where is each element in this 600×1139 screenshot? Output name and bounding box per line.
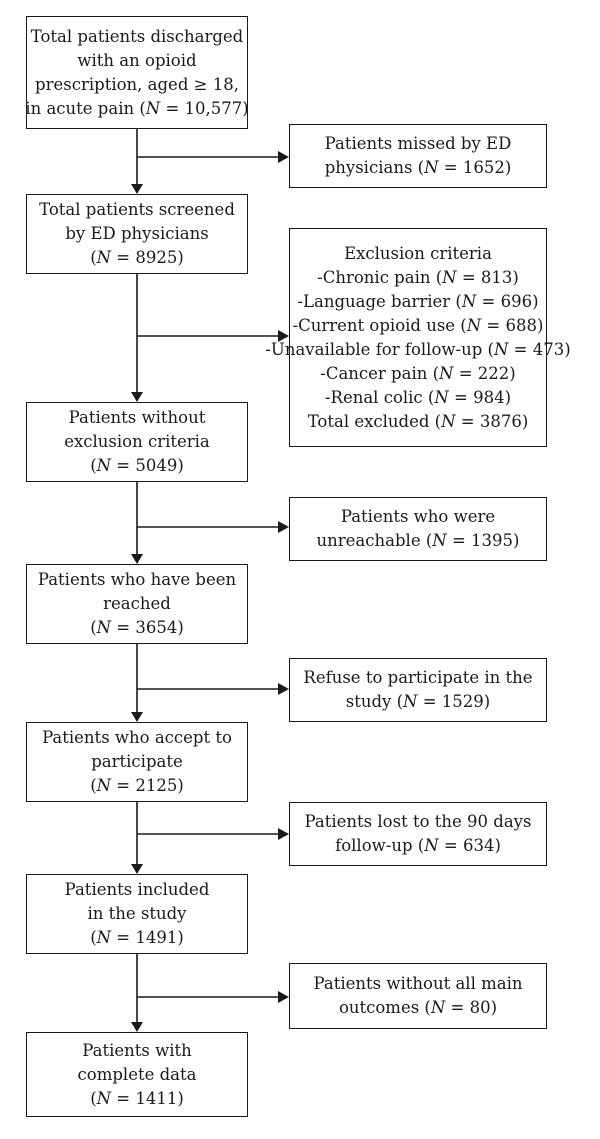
box-line-lost-1: follow-up (N = 634) [335,836,501,855]
branch-arrows [137,151,289,1003]
box-line-unreachable-0: Patients who were [340,507,496,526]
box-line-exclusion-4: -Unavailable for follow-up (N = 473) [265,339,571,359]
arrowhead-complete [131,1022,143,1032]
branch-arrowhead-missed [278,151,289,163]
box-lost: Patients lost to the 90 days follow-up (N… [289,802,547,866]
box-line-reached-1: reached [103,594,171,613]
box-line-included-1: in the study [87,904,187,923]
box-line-screened-1: by ED physicians [65,224,209,243]
box-line-missed-1: physicians (N = 1652) [324,158,512,177]
box-line-without_exclusion-2: (N = 5049) [90,456,184,475]
box-line-discharged-0: Total patients discharged [30,26,244,46]
box-without-exclusion: Patients without exclusion criteria (N = 5… [26,402,248,482]
box-unreachable: Patients who were unreachable (N = 1395) [289,497,547,561]
box-screened: Total patients screened by ED physicians (… [26,194,248,274]
box-refused: Refuse to participate in the study (N = 1… [289,658,547,722]
arrowhead-screened [131,184,143,194]
box-included: Patients included in the study (N = 1491) [26,874,248,954]
branch-arrowhead-exclusion [278,330,289,342]
box-line-complete-0: Patients with [82,1040,192,1060]
box-reached: Patients who have been reached (N = 3654) [26,564,248,644]
branch-arrowhead-refused [278,683,289,695]
box-line-refused-1: study (N = 1529) [345,692,491,711]
box-line-exclusion-3: -Current opioid use (N = 688) [292,315,544,335]
box-discharged: Total patients discharged with an opioid p… [25,16,249,129]
box-line-exclusion-6: -Renal colic (N = 984) [324,387,512,407]
box-line-missing_outcomes-1: outcomes (N = 80) [338,998,498,1017]
box-line-missed-0: Patients missed by ED [324,134,512,153]
box-line-complete-2: (N = 1411) [90,1088,184,1108]
box-line-without_exclusion-1: exclusion criteria [64,432,210,451]
box-line-accepted-0: Patients who accept to [42,728,232,747]
box-line-included-0: Patients included [64,880,210,899]
box-line-exclusion-1: -Chronic pain (N = 813) [317,267,519,287]
arrowhead-without-exclusion [131,392,143,402]
box-line-exclusion-5: -Cancer pain (N = 222) [320,363,516,383]
branch-arrowhead-unreachable [278,521,289,533]
box-line-reached-2: (N = 3654) [90,618,184,637]
box-line-unreachable-1: unreachable (N = 1395) [316,531,520,550]
box-line-exclusion-0: Exclusion criteria [344,243,492,263]
box-line-accepted-2: (N = 2125) [90,776,184,795]
arrowhead-reached [131,554,143,564]
arrowhead-accepted [131,712,143,722]
box-line-discharged-3: in acute pain (N = 10,577) [25,98,249,118]
box-line-discharged-2: prescription, aged ≥ 18, [35,74,239,94]
box-line-exclusion-2: -Language barrier (N = 696) [297,291,539,311]
box-complete: Patients with complete data (N = 1411) [26,1032,248,1117]
box-line-lost-0: Patients lost to the 90 days [304,812,532,831]
box-line-complete-1: complete data [77,1064,197,1084]
box-line-discharged-1: with an opioid [77,50,197,70]
box-line-accepted-1: participate [91,752,183,771]
box-line-included-2: (N = 1491) [90,928,184,947]
box-accepted: Patients who accept to participate (N = 21… [26,722,248,802]
box-line-without_exclusion-0: Patients without [68,408,206,427]
box-line-reached-0: Patients who have been [37,570,237,589]
box-line-screened-0: Total patients screened [39,200,235,219]
box-line-screened-2: (N = 8925) [90,248,184,267]
box-line-exclusion-7: Total excluded (N = 3876) [307,411,529,431]
box-line-refused-0: Refuse to participate in the [303,668,533,687]
arrowhead-included [131,864,143,874]
box-line-missing_outcomes-0: Patients without all main [313,974,523,993]
branch-arrowhead-missing-outcomes [278,991,289,1003]
branch-arrowhead-lost [278,828,289,840]
box-missed: Patients missed by ED physicians (N = 165… [289,124,547,188]
box-exclusion: Exclusion criteria -Chronic pain (N = 813… [265,228,571,447]
box-missing-outcomes: Patients without all main outcomes (N = 8… [289,963,547,1029]
